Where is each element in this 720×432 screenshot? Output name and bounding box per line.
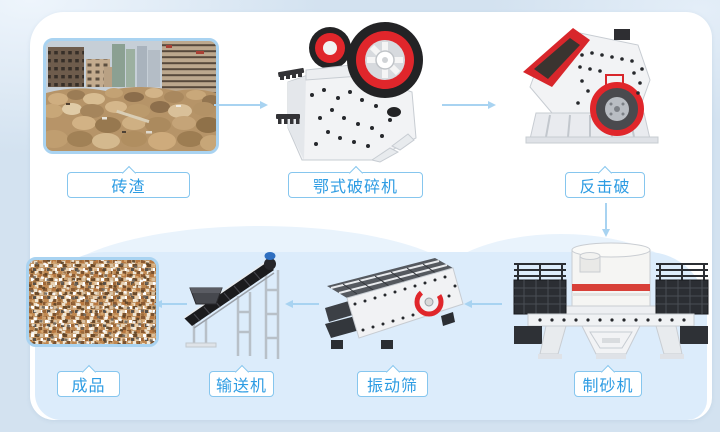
arrow-screen-to-conveyor [285,299,319,309]
label-brick-slag-text: 砖渣 [111,179,146,196]
label-conveyor: 输送机 [209,364,274,397]
arrow-impactcrusher-to-sandmaker [600,203,612,237]
label-impact-crusher-text: 反击破 [579,179,631,196]
label-jaw-crusher-text: 鄂式破碎机 [312,179,398,196]
jaw-crusher-illustration [272,20,432,165]
label-sand-maker-text: 制砂机 [582,378,634,395]
vibrating-screen-illustration [323,256,471,358]
impact-crusher-illustration [518,25,666,149]
label-jaw-crusher: 鄂式破碎机 [288,165,423,198]
label-finished-product-text: 成品 [71,378,106,395]
brick-slag-photo [43,38,219,154]
arrow-jawcrusher-to-impactcrusher [442,100,496,110]
label-sand-maker: 制砂机 [574,364,642,397]
arrow-brickslag-to-jawcrusher [214,100,268,110]
conveyor-illustration [182,246,284,362]
label-brick-slag: 砖渣 [67,165,190,198]
arrow-conveyor-to-product [154,299,187,309]
label-vibrating-screen-text: 振动筛 [366,378,418,395]
finished-product-image [29,260,156,344]
brick-slag-image [46,41,216,151]
arrow-sandmaker-to-screen [464,299,502,309]
label-vibrating-screen: 振动筛 [357,364,428,397]
finished-product-photo [26,257,159,347]
sand-maker-illustration [510,242,712,364]
label-impact-crusher: 反击破 [565,165,645,198]
label-finished-product: 成品 [57,364,120,397]
label-conveyor-text: 输送机 [215,378,267,395]
